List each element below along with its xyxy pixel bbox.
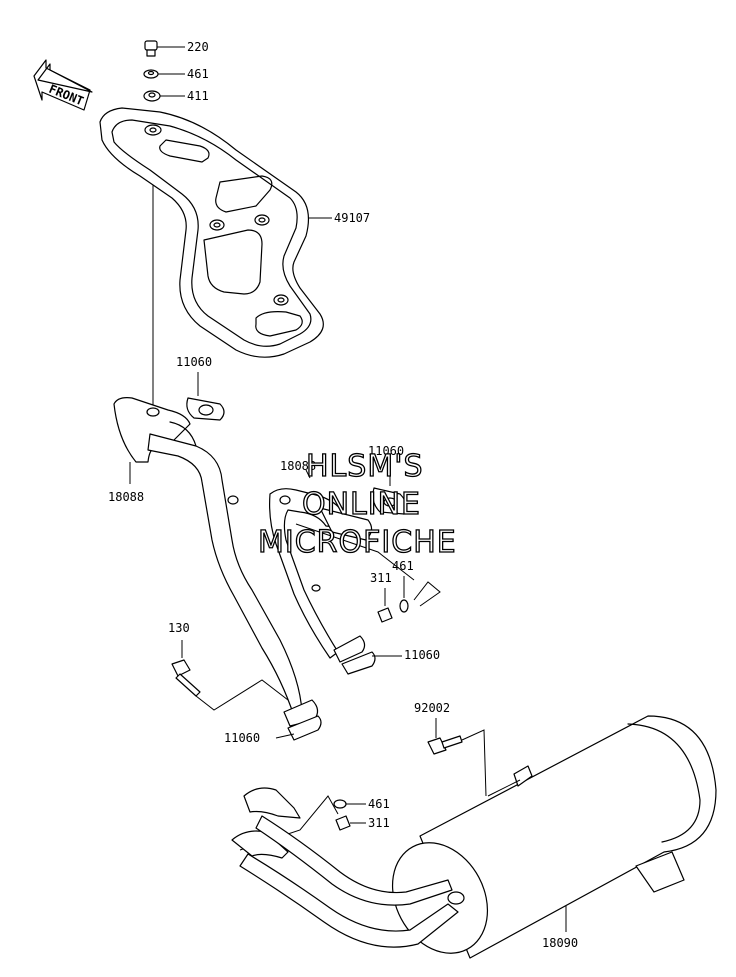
callout-311-mid: 311	[370, 571, 392, 585]
bolt-130-part	[171, 640, 289, 711]
heat-shield-part	[99, 107, 332, 358]
gasket-11060-top-part	[186, 372, 225, 421]
callout-92002: 92002	[414, 701, 450, 715]
bolt-92002-part	[427, 718, 487, 797]
nut-311-low-part	[335, 815, 366, 831]
callout-220: 220	[187, 40, 209, 54]
callout-461-low: 461	[368, 797, 390, 811]
exhaust-pipe-front-part	[113, 397, 322, 741]
nut-311-mid-part	[377, 588, 393, 623]
exhaust-pipe-rear-part	[269, 469, 415, 675]
watermark: HLSM'S ONLINE MICROFICHE	[257, 448, 457, 560]
leader-11060-lower-left	[275, 733, 295, 739]
callout-11060-lower-left: 11060	[224, 731, 260, 745]
callout-11060-rear: 11060	[368, 444, 404, 458]
washer-461-top-part	[143, 69, 185, 79]
callout-49107: 49107	[334, 211, 370, 225]
washer-461-mid-part	[399, 576, 441, 613]
callout-461-top: 461	[187, 67, 209, 81]
callout-130: 130	[168, 621, 190, 635]
bolt-220-part	[144, 40, 185, 57]
watermark-line-3: MICROFICHE	[258, 525, 457, 560]
callout-311-low: 311	[368, 816, 390, 830]
callout-18088-rear: 18088	[280, 459, 316, 473]
washer-411-part	[143, 90, 185, 102]
watermark-line-1: HLSM'S	[306, 449, 424, 484]
watermark-line-2: ONLINE	[302, 487, 421, 522]
callout-11060-top: 11060	[176, 355, 212, 369]
muffler-part	[231, 715, 717, 959]
washer-461-low-part	[333, 799, 366, 809]
gasket-11060-rear-part	[372, 458, 407, 515]
callout-461-mid: 461	[392, 559, 414, 573]
callout-18088: 18088	[108, 490, 144, 504]
callout-11060-mid: 11060	[404, 648, 440, 662]
front-arrow: FRONT	[33, 59, 93, 111]
callout-18090: 18090	[542, 936, 578, 950]
callout-411: 411	[187, 89, 209, 103]
